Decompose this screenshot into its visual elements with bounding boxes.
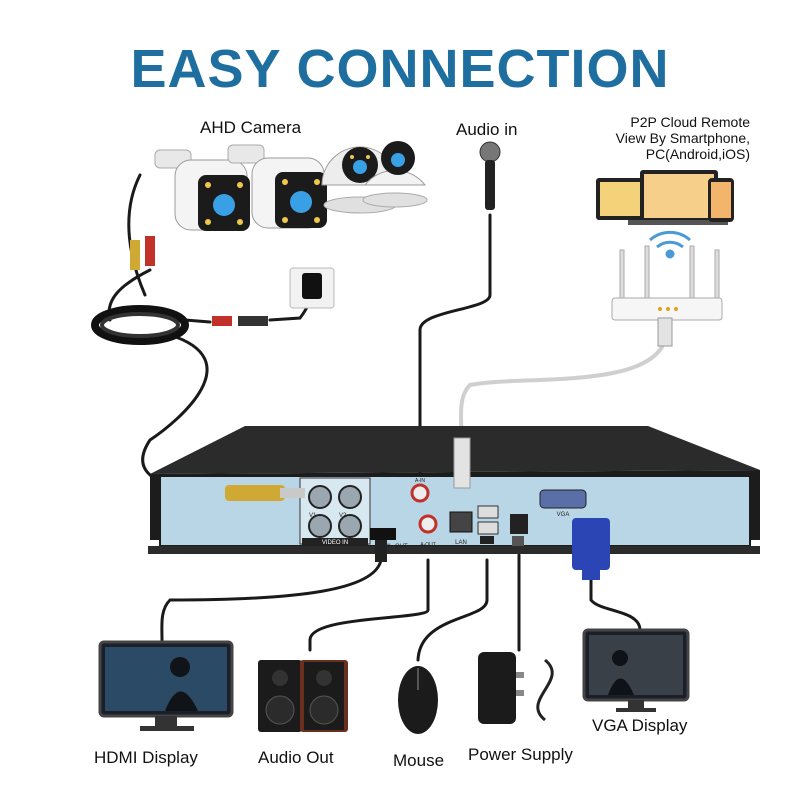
- label-ahd-camera: AHD Camera: [200, 118, 302, 137]
- hdmi-display-icon: [98, 640, 234, 731]
- label-audio-in: Audio in: [456, 120, 518, 139]
- lan-rj45-plug: [453, 437, 471, 489]
- dvr-back-panel: [159, 475, 751, 547]
- inline-dc-connector: [212, 316, 268, 326]
- port-label-lan: LAN: [455, 540, 467, 546]
- port-label-video-in: VIDEO IN: [322, 540, 348, 546]
- mic-cable: [418, 213, 492, 487]
- camera-power-cable: [183, 288, 314, 324]
- page-title: EASY CONNECTION: [130, 39, 670, 99]
- port-label-vga: VGA: [557, 512, 570, 518]
- mouse-cable: [416, 558, 489, 662]
- bullet-camera-1: [154, 149, 250, 231]
- power-supply-icon: [478, 652, 554, 724]
- microphone-icon: [479, 141, 501, 210]
- vga-port: [539, 489, 587, 509]
- camera-cable-2: [107, 268, 152, 322]
- bullet-camera-2: [227, 144, 327, 229]
- label-power-supply: Power Supply: [468, 745, 573, 764]
- camera-cable: [127, 173, 147, 297]
- dome-camera-1: [321, 146, 399, 214]
- ahd-cameras: [154, 141, 428, 231]
- vga-cable: [589, 568, 642, 632]
- audio-out-speakers-icon: [258, 660, 348, 732]
- camera-power-adapter-icon: [289, 267, 335, 309]
- bnc-plug: [225, 485, 305, 501]
- label-hdmi-display: HDMI Display: [94, 748, 198, 767]
- lan-port: [449, 511, 473, 533]
- port-label-hdmi: HDMI: [375, 544, 391, 550]
- label-vga-display: VGA Display: [592, 716, 688, 735]
- p2p-line-2: View By Smartphone,: [615, 130, 750, 146]
- mouse-icon: [398, 666, 438, 734]
- dvr-recorder: [148, 426, 760, 554]
- bnc-cable: [141, 333, 227, 494]
- cables: [107, 173, 642, 662]
- lan-cable: [459, 339, 667, 441]
- hdmi-plug: [375, 540, 387, 562]
- dc-power-port: [510, 514, 528, 534]
- audio-out-jack: [418, 514, 438, 534]
- vga-display-icon: [582, 628, 690, 712]
- video-in-ports: [299, 477, 371, 546]
- port-label-v1: V1: [309, 513, 317, 519]
- p2p-line-3: PC(Android,iOS): [645, 146, 750, 162]
- label-audio-out: Audio Out: [258, 748, 334, 767]
- port-label-v3: V3: [309, 541, 317, 547]
- cable-coil-icon: [91, 305, 189, 345]
- label-p2p-cloud: P2P Cloud Remote View By Smartphone, PC(…: [590, 114, 750, 162]
- hdmi-cable: [160, 558, 383, 642]
- port-label-v4: V4: [339, 541, 347, 547]
- port-label-out: OUT: [395, 544, 408, 550]
- port-label-audio-in: A-IN: [415, 478, 425, 484]
- hdmi-port: [370, 528, 396, 540]
- audio-in-jack: [410, 483, 430, 503]
- wifi-icon: [649, 230, 691, 259]
- audio-out-cable: [308, 558, 430, 652]
- port-label-audio-out: A-OUT: [420, 542, 436, 548]
- p2p-line-1: P2P Cloud Remote: [630, 114, 750, 130]
- router-icon: [611, 245, 723, 321]
- usb-ports: [477, 505, 499, 544]
- vga-plug: [572, 518, 610, 580]
- port-label-v2: V2: [339, 513, 347, 519]
- dc-power-plug: [512, 536, 524, 546]
- router-rj45-plug: [657, 317, 673, 347]
- label-mouse: Mouse: [393, 751, 445, 770]
- dome-camera-2: [362, 141, 428, 208]
- p2p-devices-icon: [596, 170, 734, 225]
- camera-connectors: [130, 236, 155, 270]
